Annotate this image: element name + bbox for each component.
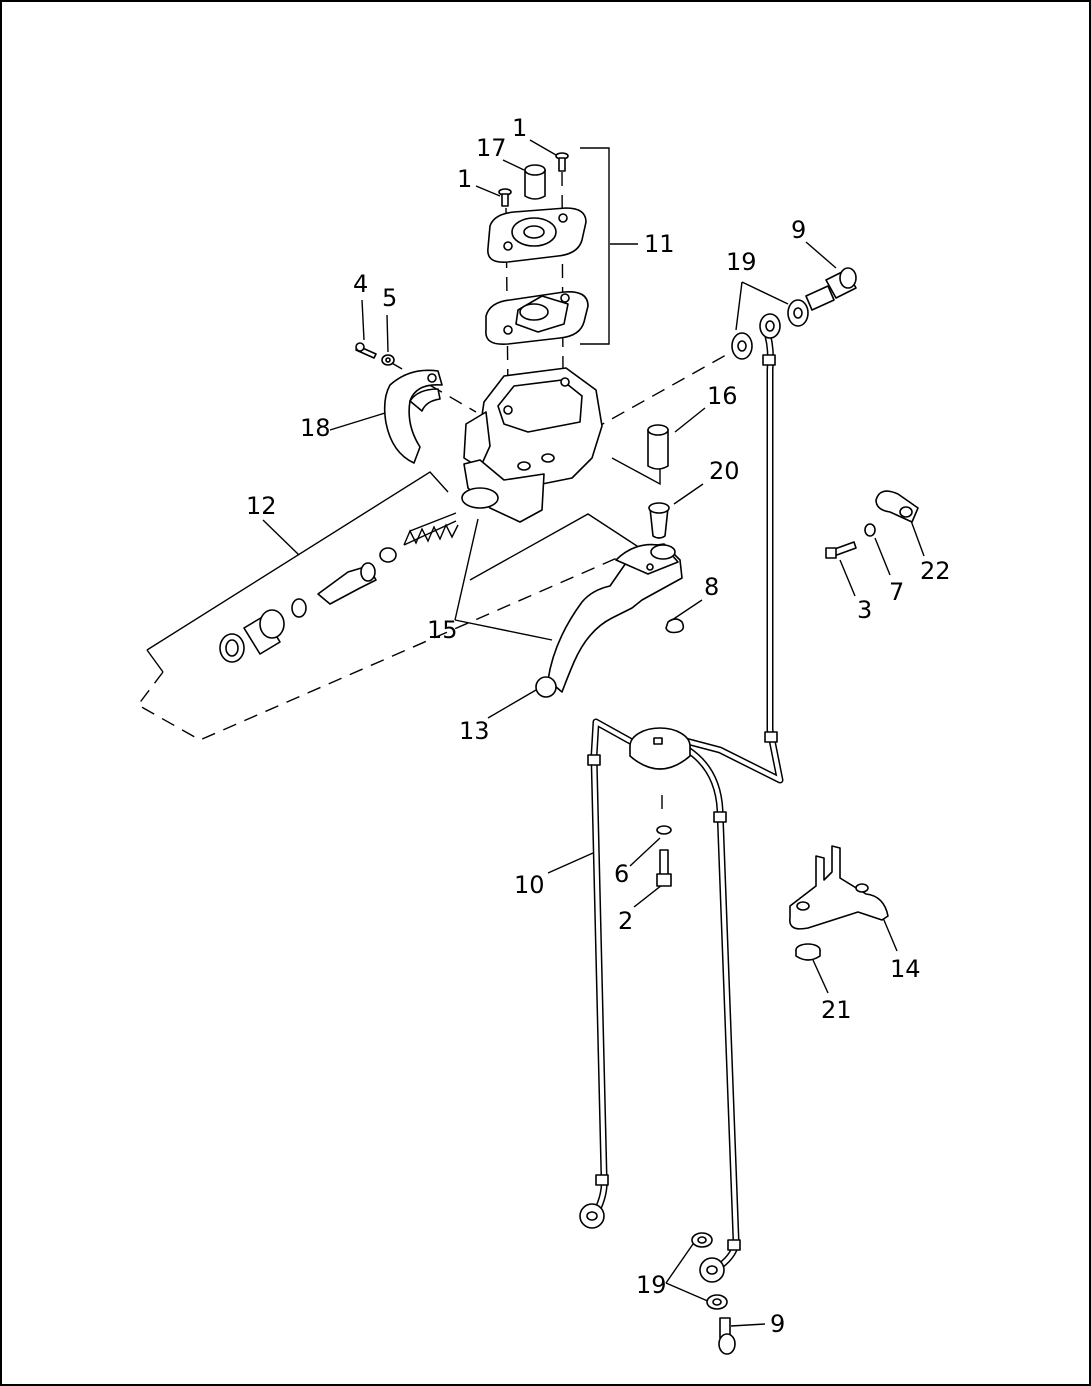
part-20-bushing <box>648 502 670 539</box>
assembly-centerlines <box>136 171 727 815</box>
part-9-banjo-bolt-top <box>805 267 857 311</box>
part-5-washer <box>381 354 395 366</box>
part-8-retaining-ring <box>665 618 685 634</box>
part-22-hose-clip <box>875 490 919 523</box>
part-1-screw-b <box>498 188 512 207</box>
callout-14: 14 <box>890 955 921 983</box>
callout-19: 19 <box>726 248 757 276</box>
callout-11: 11 <box>644 230 675 258</box>
callout-9: 9 <box>770 1310 785 1338</box>
callout-21: 21 <box>821 996 852 1024</box>
part-21-grommet <box>795 943 821 961</box>
part-17-vent-cap <box>524 164 546 200</box>
callout-16: 16 <box>707 382 738 410</box>
part-6-washer <box>656 825 672 835</box>
part-14-bracket <box>789 845 889 930</box>
callout-3: 3 <box>857 596 872 624</box>
part-1-screw-a <box>555 152 569 172</box>
part-9-banjo-bolt-bottom <box>718 1317 736 1355</box>
callout-22: 22 <box>920 557 951 585</box>
callout-7: 7 <box>889 578 904 606</box>
callout-10: 10 <box>514 871 545 899</box>
part-3-screw <box>825 541 857 559</box>
callout-18: 18 <box>300 414 331 442</box>
part-7-lockwasher <box>864 523 876 537</box>
callout-4: 4 <box>353 270 368 298</box>
part-12-seal <box>219 633 245 663</box>
callout-19: 19 <box>636 1271 667 1299</box>
part-12-spring <box>403 512 459 546</box>
callout-13: 13 <box>459 717 490 745</box>
callout-1: 1 <box>457 165 472 193</box>
part-19-washer-bottom-b <box>706 1294 728 1310</box>
callout-9: 9 <box>791 216 806 244</box>
part-12-cup <box>379 547 397 563</box>
part-11-reservoir-cover <box>487 207 587 264</box>
part-12-boot <box>243 609 285 655</box>
part-19-washer-bottom-a <box>691 1232 713 1248</box>
part-19-washer-top-a <box>731 332 753 360</box>
part-master-cylinder-body <box>461 367 603 523</box>
part-19-washer-top-b <box>787 299 809 327</box>
callout-20: 20 <box>709 457 740 485</box>
part-10-brake-hose-assembly <box>579 313 784 1283</box>
callout-12: 12 <box>246 492 277 520</box>
part-18-handlebar-clamp <box>383 369 443 464</box>
part-13-clutch-lever <box>535 543 683 698</box>
part-11-diaphragm <box>485 290 589 346</box>
leader-lines <box>262 139 925 1327</box>
callout-8: 8 <box>704 573 719 601</box>
callout-17: 17 <box>476 134 507 162</box>
part-12-piston <box>317 562 377 605</box>
callout-1: 1 <box>512 114 527 142</box>
callout-6: 6 <box>614 860 629 888</box>
callout-5: 5 <box>382 284 397 312</box>
callout-2: 2 <box>618 907 633 935</box>
part-2-screw <box>656 849 672 887</box>
callout-labels: 1 17 1 11 9 19 4 5 16 18 20 12 22 7 3 8 … <box>246 114 951 1338</box>
callout-15: 15 <box>427 616 458 644</box>
part-4-screw <box>355 342 377 359</box>
part-12-o-ring <box>291 598 307 618</box>
part-16-pivot-pin <box>647 424 669 470</box>
